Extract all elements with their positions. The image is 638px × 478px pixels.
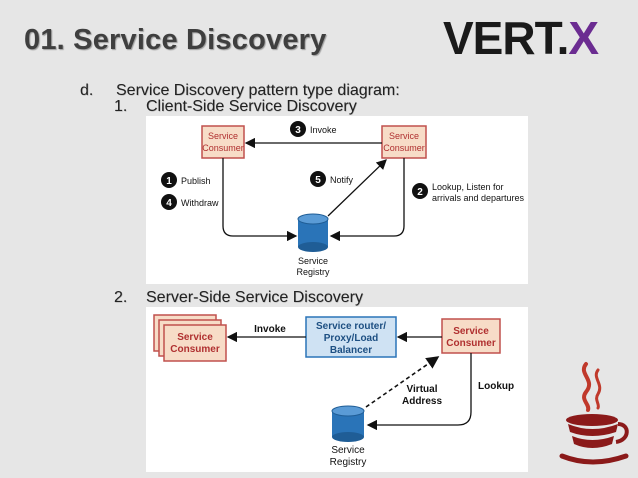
stacked-consumers-line1: Service bbox=[177, 332, 213, 343]
bullet-1-marker: 1. bbox=[114, 98, 128, 115]
stacked-consumers-line2: Consumer bbox=[170, 344, 220, 355]
right-service-consumer bbox=[381, 125, 427, 159]
server-lookup-path bbox=[366, 353, 472, 431]
java-cup-logo bbox=[559, 362, 629, 465]
step2-label-line2: arrivals and departures bbox=[432, 193, 525, 203]
invoke-label: Invoke bbox=[254, 324, 286, 335]
bullet-1: 1. Client-Side Service Discovery bbox=[114, 98, 414, 118]
step1-num: 1 bbox=[166, 176, 172, 187]
bullet-d-marker: d. bbox=[80, 82, 94, 99]
bullet-2-text: Server-Side Service Discovery bbox=[146, 289, 363, 306]
virtual-line2: Address bbox=[402, 396, 442, 407]
vertx-logo: VERT.X bbox=[443, 12, 600, 64]
service-router-box bbox=[305, 316, 397, 358]
registry-line2: Registry bbox=[296, 267, 330, 277]
lookup-path bbox=[329, 158, 405, 242]
step4-badge bbox=[161, 194, 177, 210]
bullet-d-text: Service Discovery pattern type diagram: bbox=[116, 82, 400, 99]
step2-num: 2 bbox=[417, 187, 423, 198]
step3-num: 3 bbox=[295, 125, 301, 136]
step3-label: Invoke bbox=[310, 125, 337, 135]
step1-label: Publish bbox=[181, 176, 211, 186]
step2-label-line1: Lookup, Listen for bbox=[432, 182, 504, 192]
registry-line1: Service bbox=[298, 256, 328, 266]
bullet-2: 2. Server-Side Service Discovery bbox=[114, 289, 414, 309]
step5-num: 5 bbox=[315, 175, 321, 186]
server-consumer-line1: Service bbox=[453, 326, 489, 337]
server-consumer-line2: Consumer bbox=[446, 338, 496, 349]
left-consumer-line2: Consumer bbox=[202, 143, 244, 153]
step3-badge bbox=[290, 121, 306, 137]
virtual-line1: Virtual bbox=[407, 384, 438, 395]
router-line1: Service router/ bbox=[316, 321, 386, 332]
stacked-service-consumers bbox=[153, 314, 227, 362]
right-consumer-line1: Service bbox=[389, 131, 419, 141]
virtual-address-arrow bbox=[365, 356, 440, 408]
router-line3: Balancer bbox=[330, 345, 372, 356]
slide-title: 01. Service Discovery bbox=[24, 24, 327, 56]
step2-badge bbox=[412, 183, 428, 199]
publish-path bbox=[222, 158, 298, 242]
step4-num: 4 bbox=[166, 198, 172, 209]
step5-label: Notify bbox=[330, 175, 354, 185]
router-line2: Proxy/Load bbox=[324, 333, 378, 344]
step1-badge bbox=[161, 172, 177, 188]
step4-label: Withdraw bbox=[181, 198, 219, 208]
bullet-2-marker: 2. bbox=[114, 289, 128, 306]
bullet-d: d. Service Discovery pattern type diagra… bbox=[80, 82, 480, 102]
client-side-diagram: Service Consumer Service Consumer 3 Invo… bbox=[146, 116, 528, 284]
lookup-label: Lookup bbox=[478, 381, 514, 392]
left-consumer-line1: Service bbox=[208, 131, 238, 141]
left-service-consumer bbox=[201, 125, 245, 159]
right-consumer-line2: Consumer bbox=[383, 143, 425, 153]
server-registry-icon bbox=[331, 405, 365, 442]
step5-badge bbox=[310, 171, 326, 187]
server-side-diagram: Service Consumer Service router/ Proxy/L… bbox=[146, 307, 528, 472]
bullet-1-text: Client-Side Service Discovery bbox=[146, 98, 357, 115]
server-registry-line1: Service bbox=[331, 445, 365, 456]
server-registry-line2: Registry bbox=[330, 457, 367, 468]
logo-text: VERT.X bbox=[443, 12, 599, 64]
service-registry-icon bbox=[297, 213, 329, 252]
notify-arrow bbox=[327, 159, 387, 217]
